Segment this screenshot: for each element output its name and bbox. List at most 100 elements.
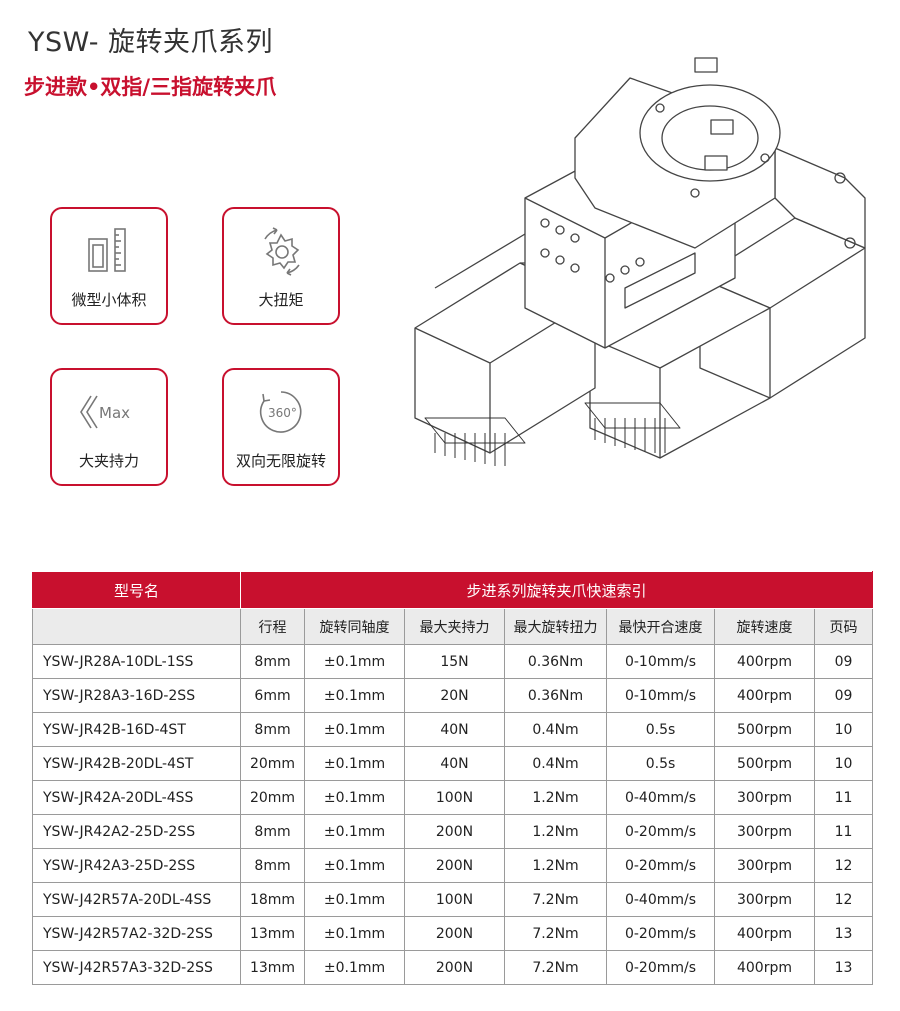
feature-label: 双向无限旋转 [235,452,326,470]
table-cell: 13mm [240,950,305,985]
torque-gear-icon [224,223,338,279]
column-header: 旋转速度 [714,608,815,645]
model-cell: YSW-JR28A3-16D-2SS [32,678,241,713]
feature-label: 大扭矩 [258,291,304,309]
model-cell: YSW-JR28A-10DL-1SS [32,644,241,679]
table-cell: 0-20mm/s [606,848,715,883]
feature-card-force: Max 大夹持力 [50,368,168,486]
table-cell: 40N [404,712,505,747]
product-image [395,48,885,468]
feature-card-torque: 大扭矩 [222,207,340,325]
table-cell: ±0.1mm [304,882,405,917]
table-cell: ±0.1mm [304,814,405,849]
table-cell: ±0.1mm [304,848,405,883]
table-cell: ±0.1mm [304,644,405,679]
column-header: 页码 [814,608,873,645]
column-header: 行程 [240,608,305,645]
table-cell: 500rpm [714,712,815,747]
table-cell: 1.2Nm [504,848,607,883]
table-cell: 200N [404,848,505,883]
table-cell: ±0.1mm [304,780,405,815]
max-icon-text: Max [99,404,130,422]
table-cell: 1.2Nm [504,814,607,849]
table-cell: 11 [814,780,873,815]
table-cell: 300rpm [714,848,815,883]
header-model: 型号名 [32,571,241,609]
spec-table: 型号名 步进系列旋转夹爪快速索引 行程 旋转同轴度 最大夹持力 最大旋转扭力 最… [32,571,873,985]
table-cell: 0.4Nm [504,746,607,781]
feature-card-compact: 微型小体积 [50,207,168,325]
table-cell: 10 [814,712,873,747]
feature-label: 大夹持力 [78,452,139,470]
model-cell: YSW-JR42B-16D-4ST [32,712,241,747]
model-cell: YSW-JR42A3-25D-2SS [32,848,241,883]
model-cell: YSW-JR42A-20DL-4SS [32,780,241,815]
table-cell: 0.4Nm [504,712,607,747]
max-force-icon: Max [52,384,166,440]
table-cell: 13 [814,950,873,985]
table-cell: 300rpm [714,814,815,849]
table-cell: 0.5s [606,712,715,747]
table-cell: 20mm [240,746,305,781]
table-cell: 11 [814,814,873,849]
table-cell: 500rpm [714,746,815,781]
model-cell: YSW-JR42A2-25D-2SS [32,814,241,849]
table-cell: 0-20mm/s [606,814,715,849]
ruler-size-icon [52,223,166,279]
table-cell: ±0.1mm [304,916,405,951]
feature-label: 微型小体积 [71,291,147,309]
table-cell: 0-40mm/s [606,780,715,815]
column-header: 最快开合速度 [606,608,715,645]
table-cell: 8mm [240,644,305,679]
table-cell: 12 [814,848,873,883]
table-cell: 0-10mm/s [606,644,715,679]
table-cell: 6mm [240,678,305,713]
table-cell: 8mm [240,814,305,849]
table-cell: 200N [404,950,505,985]
table-cell: 0.5s [606,746,715,781]
table-cell: 20mm [240,780,305,815]
table-cell: 13 [814,916,873,951]
feature-card-rotation: 360° 双向无限旋转 [222,368,340,486]
table-cell: 12 [814,882,873,917]
table-cell: 0-20mm/s [606,950,715,985]
table-cell: 7.2Nm [504,950,607,985]
table-cell: 0.36Nm [504,644,607,679]
table-cell: 100N [404,882,505,917]
table-cell: 09 [814,644,873,679]
table-cell: 100N [404,780,505,815]
model-cell: YSW-J42R57A-20DL-4SS [32,882,241,917]
table-cell: 8mm [240,848,305,883]
table-cell: 13mm [240,916,305,951]
table-cell: 1.2Nm [504,780,607,815]
table-cell: 200N [404,814,505,849]
table-header-row: 型号名 步进系列旋转夹爪快速索引 [32,571,873,609]
table-cell: 400rpm [714,678,815,713]
table-cell: ±0.1mm [304,746,405,781]
rotate-icon-text: 360° [268,406,297,420]
table-subheader-row: 行程 旋转同轴度 最大夹持力 最大旋转扭力 最快开合速度 旋转速度 页码 [32,608,873,645]
header-group: 步进系列旋转夹爪快速索引 [240,571,873,609]
table-cell: 400rpm [714,644,815,679]
model-cell: YSW-J42R57A3-32D-2SS [32,950,241,985]
table-cell: 7.2Nm [504,882,607,917]
table-cell: 40N [404,746,505,781]
table-cell: ±0.1mm [304,678,405,713]
column-header: 旋转同轴度 [304,608,405,645]
table-cell: 09 [814,678,873,713]
model-cell: YSW-JR42B-20DL-4ST [32,746,241,781]
table-cell: 0-20mm/s [606,916,715,951]
table-cell: 8mm [240,712,305,747]
column-header: 最大夹持力 [404,608,505,645]
subheader-blank [32,608,241,645]
page-title: YSW- 旋转夹爪系列 [28,27,274,58]
